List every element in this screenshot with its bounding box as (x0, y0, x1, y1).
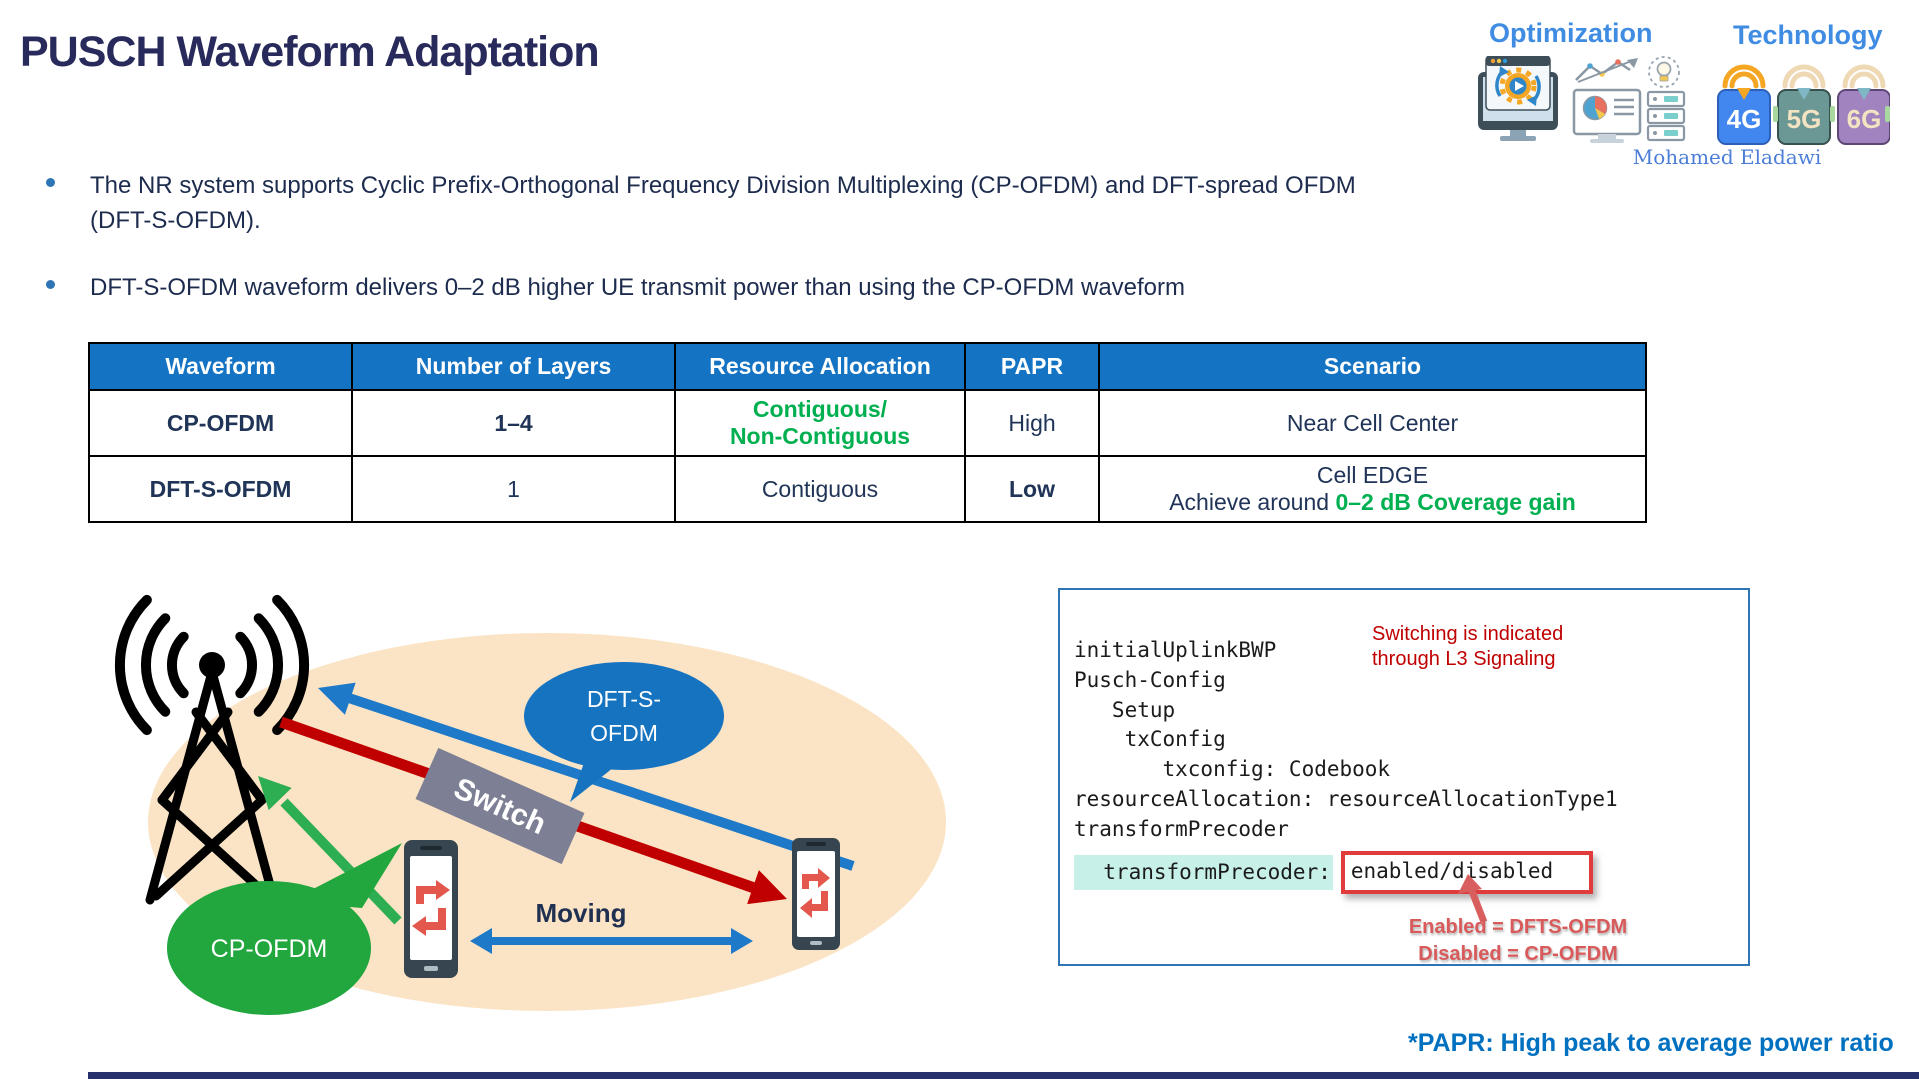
code-line: Setup (1074, 697, 1176, 722)
table-row: CP-OFDM 1–4 Contiguous/ Non-Contiguous H… (88, 389, 1647, 457)
cell-papr: High (964, 389, 1100, 457)
code-line: transformPrecoder (1074, 816, 1289, 841)
moving-label: Moving (536, 898, 627, 928)
phone-icon (404, 840, 458, 978)
svg-text:5G: 5G (1787, 104, 1822, 134)
cp-ofdm-bubble: CP-OFDM (167, 843, 402, 1015)
svg-text:4G: 4G (1727, 104, 1762, 134)
code-line: initialUplinkBWP (1074, 638, 1277, 662)
transform-precoder-key: transformPrecoder: (1074, 854, 1333, 891)
author-name: Mohamed Eladawi (1632, 145, 1822, 169)
papr-footnote: *PAPR: High peak to average power ratio (1408, 1029, 1894, 1057)
rrc-config-code: initialUplinkBWP Pusch-Config Setup txCo… (1074, 636, 1618, 895)
table-row: DFT-S-OFDM 1 Contiguous Low Cell EDGE Ac… (88, 455, 1647, 523)
brand-icons: 4G 5G 6G (1478, 56, 1890, 145)
bullet-text-1: The NR system supports Cyclic Prefix-Ort… (90, 172, 1356, 234)
green-uplink-arrow (258, 776, 402, 925)
badge-4g-icon: 4G (1717, 64, 1771, 145)
technology-logo-title: Technology (1733, 20, 1883, 50)
bullet-text-2: DFT-S-OFDM waveform delivers 0–2 dB high… (90, 274, 1186, 301)
transform-precoder-value: enabled/disabled (1340, 850, 1594, 895)
cell-layers: 1–4 (351, 389, 676, 457)
column-header-allocation: Resource Allocation (674, 342, 966, 391)
moving-double-arrow (470, 928, 753, 954)
svg-text:6G: 6G (1847, 104, 1882, 134)
transform-precoder-line: transformPrecoder:enabled/disabled (1074, 850, 1618, 895)
cell-allocation: Contiguous/ Non-Contiguous (674, 389, 966, 457)
page-title: PUSCH Waveform Adaptation (20, 28, 600, 76)
svg-text:OFDM: OFDM (590, 720, 658, 746)
analytics-icons (1572, 56, 1686, 143)
cell-layers: 1 (351, 455, 676, 523)
dfts-ofdm-bubble: DFT-S- OFDM (524, 662, 724, 802)
transform-precoder-legend: Enabled = DFTS-OFDM Disabled = CP-OFDM (1408, 916, 1628, 965)
monitor-gear-icon (1478, 56, 1558, 141)
bullet-dot (46, 178, 55, 187)
badge-6g-icon: 6G (1837, 64, 1890, 145)
table-header-row: Waveform Number of Layers Resource Alloc… (88, 342, 1647, 391)
code-line: txConfig (1074, 727, 1226, 752)
column-header-scenario: Scenario (1098, 342, 1647, 391)
cell-scenario: Cell EDGE Achieve around 0–2 dB Coverage… (1098, 455, 1647, 523)
badge-5g-icon: 5G (1773, 64, 1835, 145)
optimization-logo-title: Optimization (1489, 18, 1653, 48)
cell-diagram: Switch DFT-S- OFDM CP-OFDM (114, 594, 946, 1015)
blue-uplink-arrow (318, 682, 855, 871)
waveform-comparison-table: Waveform Number of Layers Resource Alloc… (88, 342, 1647, 523)
code-line: Pusch-Config (1074, 667, 1226, 692)
cell-papr: Low (964, 455, 1100, 523)
rrc-config-box: initialUplinkBWP Pusch-Config Setup txCo… (1058, 588, 1750, 966)
code-line: txconfig: Codebook (1074, 757, 1391, 782)
svg-text:DFT-S-: DFT-S- (587, 686, 661, 712)
cell-tower-icon (114, 594, 310, 905)
code-line: resourceAllocation: resourceAllocationTy… (1074, 786, 1618, 811)
phone-icon (792, 838, 840, 950)
bullet-dot (46, 280, 55, 289)
column-header-waveform: Waveform (88, 342, 353, 391)
l3-signaling-note: Switching is indicated through L3 Signal… (1372, 623, 1564, 670)
legend-arrow-icon (1458, 874, 1488, 924)
cell-scenario: Near Cell Center (1098, 389, 1647, 457)
bottom-accent-bar (88, 1072, 1919, 1079)
cell-waveform: CP-OFDM (88, 389, 353, 457)
cell-allocation: Contiguous (674, 455, 966, 523)
cell-waveform: DFT-S-OFDM (88, 455, 353, 523)
column-header-papr: PAPR (964, 342, 1100, 391)
column-header-layers: Number of Layers (351, 342, 676, 391)
svg-text:CP-OFDM: CP-OFDM (211, 935, 328, 963)
